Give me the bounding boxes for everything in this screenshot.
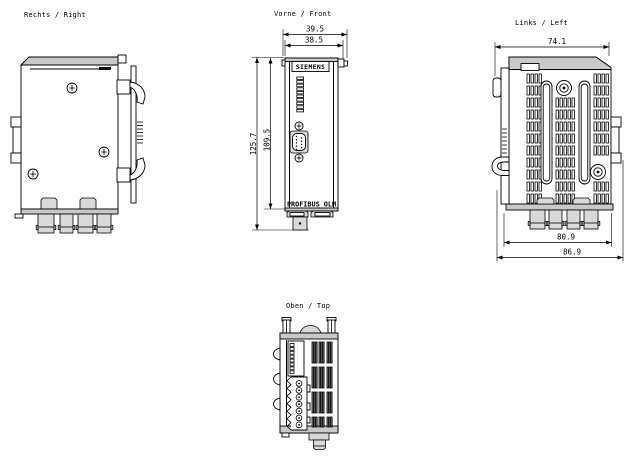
dim-width-outer: 39.5 xyxy=(306,25,324,34)
spring-serration-icon xyxy=(137,121,143,144)
view-label-top: Oben / Top xyxy=(286,302,330,310)
dsub-side-profile xyxy=(10,116,22,164)
dim-depth-top: 74.1 xyxy=(548,37,566,46)
front-bottom-band xyxy=(284,207,339,212)
front-dimensions: 39.5 38.5 125.7 109.5 xyxy=(249,25,348,231)
dsub-side-profile-left xyxy=(610,116,622,164)
view-label-right: Rechts / Right xyxy=(24,11,86,19)
left-view: Links / Left 74.1 80.9 86.9 xyxy=(491,19,624,261)
dim-depth-inner: 80.9 xyxy=(557,233,575,242)
right-bottom-connectors xyxy=(14,197,119,234)
siemens-logo: SIEMENS xyxy=(291,61,330,72)
ventilation-slots xyxy=(526,73,609,204)
left-dimensions: 74.1 80.9 86.9 xyxy=(494,37,624,261)
left-body xyxy=(505,56,614,211)
front-bottom-connectors xyxy=(286,210,334,231)
top-view: Oben / Top xyxy=(273,302,339,450)
bnc-connectors-right xyxy=(35,213,114,234)
rail-latch-bump xyxy=(299,325,322,334)
dim-height-inner: 109.5 xyxy=(263,129,272,152)
top-mount-ears xyxy=(281,317,337,335)
right-view: Rechts / Right xyxy=(10,11,146,234)
screw-boss-icons xyxy=(556,80,606,180)
dim-depth-outer: 86.9 xyxy=(563,248,581,257)
right-body-outline xyxy=(19,54,127,210)
screw-icons-right xyxy=(27,82,110,180)
spring-serration-icon xyxy=(502,128,507,154)
bnc-connectors-left xyxy=(527,209,601,230)
terminal-block xyxy=(286,376,311,431)
left-bottom-connectors xyxy=(527,197,601,230)
screw-terminals xyxy=(295,380,303,429)
din-rail-clip-left xyxy=(491,67,510,205)
led-indicator-column xyxy=(296,76,304,113)
dsub9-connector xyxy=(289,121,309,163)
front-view: Vorne / Front 39.5 38.5 125.7 109.5 xyxy=(249,10,348,231)
bnc-connector-top xyxy=(313,439,326,450)
product-label: PROFIBUS OLM xyxy=(287,201,336,209)
dip-switch-block xyxy=(287,340,305,377)
dip-switches xyxy=(289,343,295,375)
top-right-tab xyxy=(117,54,127,64)
dsub-pins xyxy=(295,135,303,150)
dim-height-outer: 125.7 xyxy=(249,133,258,156)
din-rail-clip-right xyxy=(116,65,146,204)
vent-stadium-cutouts xyxy=(540,80,591,185)
brand-text: SIEMENS xyxy=(296,63,326,71)
top-ventilation-grille xyxy=(311,341,333,428)
dim-width-inner: 38.5 xyxy=(305,36,323,45)
view-label-front: Vorne / Front xyxy=(274,10,331,18)
top-bottom-connector xyxy=(281,432,330,450)
view-label-left: Links / Left xyxy=(515,19,568,27)
